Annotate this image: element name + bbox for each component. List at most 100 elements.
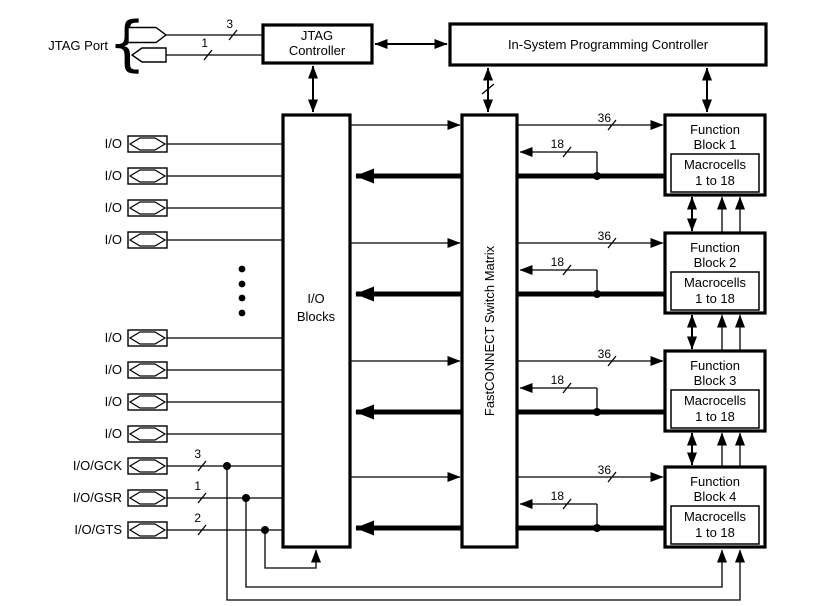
io-blocks-label-1: I/O — [307, 291, 324, 306]
function-block-2 — [663, 231, 767, 315]
fb3-macrocells-label-1: Macrocells — [684, 393, 747, 408]
junction-dot — [593, 172, 601, 180]
isp-controller-label: In-System Programming Controller — [508, 37, 709, 52]
function-block-1 — [663, 113, 767, 197]
bus-slash — [607, 355, 617, 367]
bus-slash — [562, 264, 572, 276]
macrocells-2-box — [670, 271, 760, 311]
fb4-macrocells-label-2: 1 to 18 — [695, 525, 735, 540]
io-blocks-label-2: Blocks — [297, 309, 336, 324]
macrocells-4-box — [670, 505, 760, 545]
fb3-label-1: Function — [690, 358, 740, 373]
io-gts-label: I/O/GTS — [74, 522, 122, 537]
global-routing — [226, 466, 745, 601]
jtag-controller-label-1: JTAG — [301, 28, 333, 43]
io-pin-label: I/O — [105, 330, 122, 345]
io-pin-label: I/O — [105, 200, 122, 215]
jtag-out-bus-width-label: 1 — [201, 36, 208, 50]
fb2-input-width-label: 36 — [598, 229, 612, 243]
fb1-label-1: Function — [690, 122, 740, 137]
fb2-buses: 36 18 — [350, 229, 664, 298]
fb1-label-2: Block 1 — [694, 137, 737, 152]
fb2-label-1: Function — [690, 240, 740, 255]
gsr-global-path — [245, 498, 727, 588]
bus-slash — [607, 237, 617, 249]
io-gsr-label: I/O/GSR — [73, 490, 122, 505]
fb2-feedback-width-label: 18 — [551, 255, 565, 269]
switch-matrix-box — [460, 113, 519, 549]
isp-controller-box — [448, 22, 768, 67]
gck-bus-width-label: 3 — [194, 447, 201, 461]
jtag-in-bus-width-label: 3 — [226, 17, 233, 31]
bus-slash — [562, 498, 572, 510]
io-pin-label: I/O — [105, 232, 122, 247]
jtag-port-label: JTAG Port — [48, 38, 108, 53]
bus-slash — [197, 460, 207, 472]
jtag-output-pin-icon — [130, 47, 167, 63]
io-gck-label: I/O/GCK — [73, 458, 122, 473]
bus-slash — [197, 524, 207, 536]
io-pin-label: I/O — [105, 394, 122, 409]
jtag-port-group: JTAG Port { 3 1 — [48, 9, 263, 79]
fb3-buses: 36 18 — [350, 347, 664, 416]
io-pin-row: I/O — [105, 231, 283, 249]
fb1-feedback-width-label: 18 — [551, 137, 565, 151]
gck-global-path — [226, 466, 745, 601]
jtag-port-brace: { — [108, 9, 146, 79]
fb1-macrocells-label-1: Macrocells — [684, 157, 747, 172]
io-pin-row: I/O — [105, 361, 283, 379]
fb4-feedback-width-label: 18 — [551, 489, 565, 503]
fb1-buses: 36 18 — [350, 111, 664, 180]
fb4-buses: 36 18 — [350, 463, 664, 532]
jtag-input-pin-icon — [127, 26, 168, 44]
bus-slash — [562, 382, 572, 394]
io-pin-label: I/O — [105, 168, 122, 183]
io-pin-row: I/O — [105, 167, 283, 185]
macrocells-3-box — [670, 389, 760, 429]
io-gts-pin-row: I/O/GTS 2 — [74, 511, 283, 539]
bus-slash — [562, 146, 572, 158]
fb4-label-1: Function — [690, 474, 740, 489]
bus-slash — [481, 83, 495, 95]
fb3-feedback-width-label: 18 — [551, 373, 565, 387]
macrocells-1-box — [670, 153, 760, 193]
bus-slash — [607, 119, 617, 131]
io-pin-row: I/O — [105, 425, 283, 443]
junction-dot — [593, 524, 601, 532]
fb4-macrocells-label-1: Macrocells — [684, 509, 747, 524]
io-pin-label: I/O — [105, 136, 122, 151]
io-pin-row: I/O — [105, 199, 283, 217]
fb1-macrocells-label-2: 1 to 18 — [695, 173, 735, 188]
io-pin-row: I/O — [105, 393, 283, 411]
io-pins-group: I/O I/O I/O I/O — [73, 135, 283, 539]
io-pin-row: I/O — [105, 329, 283, 347]
junction-dot — [593, 408, 601, 416]
io-pin-row: I/O — [105, 135, 283, 153]
fb4-label-2: Block 4 — [694, 489, 737, 504]
bus-slash — [607, 471, 617, 483]
jtag-controller-label-2: Controller — [289, 43, 346, 58]
jtag-controller-box — [261, 23, 374, 65]
fb4-input-width-label: 36 — [598, 463, 612, 477]
fb3-input-width-label: 36 — [598, 347, 612, 361]
bus-slash — [228, 29, 238, 41]
switch-matrix-label: FastCONNECT Switch Matrix — [482, 245, 497, 416]
fb3-macrocells-label-2: 1 to 18 — [695, 409, 735, 424]
fb2-label-2: Block 2 — [694, 255, 737, 270]
io-pin-label: I/O — [105, 362, 122, 377]
function-block-4 — [663, 465, 767, 549]
io-blocks-box — [281, 113, 352, 549]
io-pin-label: I/O — [105, 426, 122, 441]
fb2-macrocells-label-1: Macrocells — [684, 275, 747, 290]
gsr-bus-width-label: 1 — [194, 479, 201, 493]
bus-slash — [203, 49, 213, 61]
gts-feedback-path — [264, 530, 321, 569]
box-labels: JTAG Controller In-System Programming Co… — [289, 28, 747, 540]
fb2-macrocells-label-2: 1 to 18 — [695, 291, 735, 306]
junction-dot — [593, 290, 601, 298]
fb1-input-width-label: 36 — [598, 111, 612, 125]
bus-slash — [197, 492, 207, 504]
top-arrows — [308, 39, 712, 113]
